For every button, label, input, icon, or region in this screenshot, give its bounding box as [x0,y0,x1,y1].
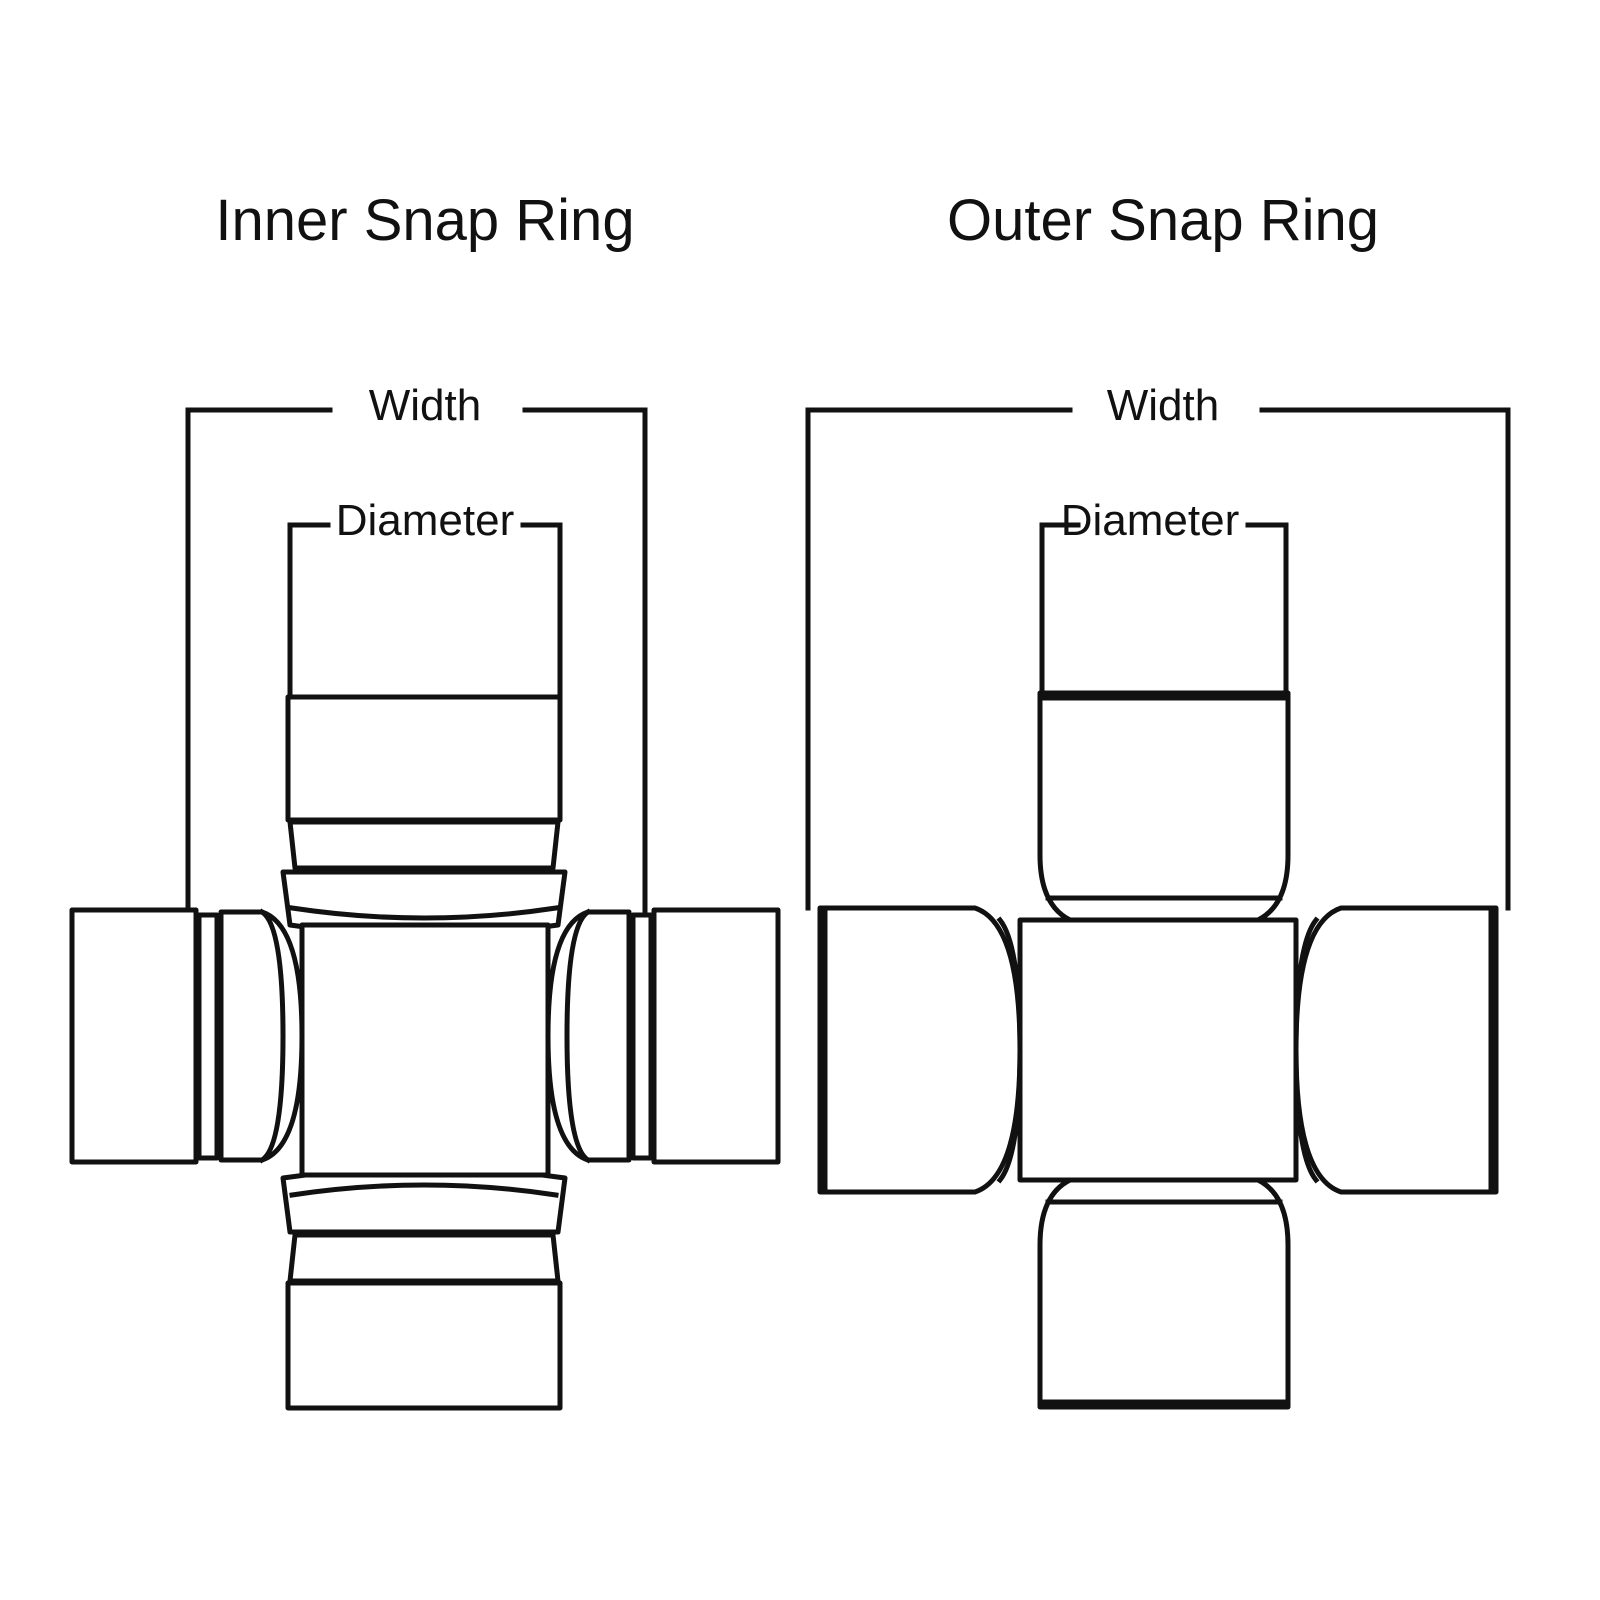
diameter-label-outer: Diameter [1061,496,1240,545]
bearing-cap-top-inner [280,694,568,938]
cap-seam-left-inner [258,908,286,1164]
cap-body-right-outer [1293,905,1499,1195]
bearing-cap-right-outer [1293,905,1499,1195]
bearing-cap-bottom-inner [280,1165,568,1411]
panel-outer-snap-ring: Outer Snap Ring Width Diameter [805,188,1511,1410]
cap-collar-right-inner [545,909,632,1163]
panel-inner-snap-ring: Inner Snap Ring Width Diameter [69,188,781,1411]
width-dimension-outer: Width [805,381,1511,911]
cap-body-right-inner [651,907,781,1165]
bearing-cap-bottom-outer [1037,1177,1291,1410]
cap-seam-right-inner [564,908,592,1164]
cap-body-bottom-inner [285,1280,563,1411]
cap-seam-bottom-inner [289,1182,559,1198]
cap-collar-bottom-inner [280,1165,568,1235]
bearing-cap-left-inner [69,907,305,1165]
width-label-outer: Width [1107,381,1219,430]
panel-title-inner: Inner Snap Ring [215,188,634,253]
bearing-cap-top-outer [1037,690,1291,923]
cross-body-outer [1017,917,1299,1183]
bearing-cap-left-outer [817,905,1023,1195]
snap-ring-band-right-inner [630,912,654,1161]
bearing-cap-right-inner [545,907,781,1165]
panel-title-outer: Outer Snap Ring [947,188,1379,253]
cap-body-left-inner [69,907,199,1165]
snap-ring-band-left-inner [196,912,220,1161]
diameter-label-inner: Diameter [336,496,515,545]
snap-ring-band-top-inner [287,819,561,871]
width-dimension-inner: Width [185,381,648,915]
cross-body-inner [299,922,551,1178]
cap-body-top-outer [1037,690,1291,923]
diameter-dimension-outer: Diameter [1039,496,1289,696]
cap-seam-top-inner [289,905,559,921]
cap-collar-left-inner [218,909,305,1163]
cap-body-top-inner [285,694,563,823]
width-label-inner: Width [369,381,481,430]
cap-body-left-outer [817,905,1023,1195]
snap-ring-band-bottom-inner [287,1232,561,1284]
diameter-dimension-inner: Diameter [287,496,563,700]
cap-body-bottom-outer [1037,1177,1291,1410]
